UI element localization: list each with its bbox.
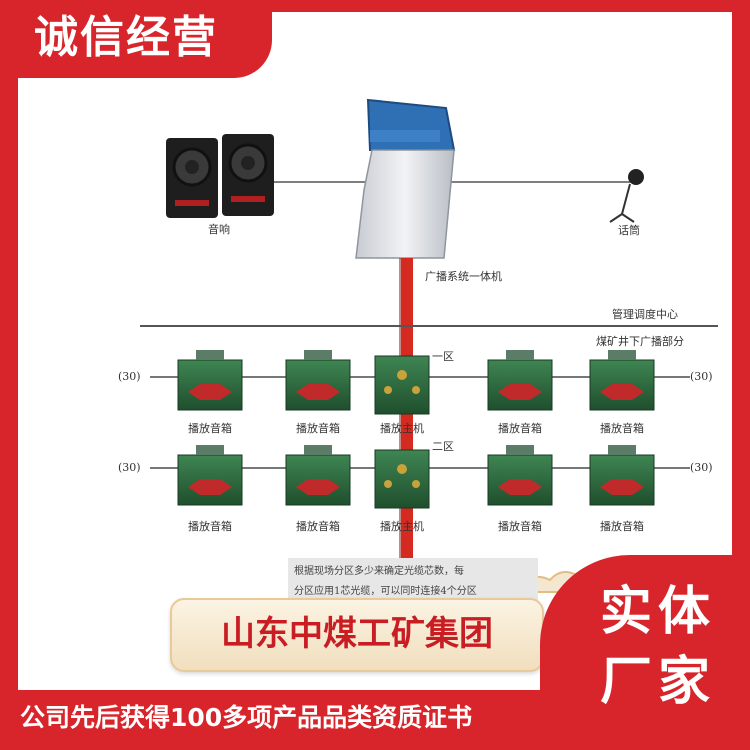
company-name: 山东中煤工矿集团 (221, 614, 493, 654)
underground-label: 煤矿井下广播部分 (596, 335, 684, 348)
zone1-label: 一区 (432, 350, 454, 363)
top-badge: 诚信经营 (0, 0, 272, 78)
speaker-box-2-2 (285, 445, 351, 506)
note-box: 根据现场分区多少来确定光缆芯数，每 分区应用1芯光缆，可以同时连接4个分区 (288, 558, 538, 600)
box-label-1-1: 播放音箱 (188, 422, 232, 435)
zone2-label: 二区 (432, 440, 454, 453)
end-label-1-left: (30) (118, 370, 141, 383)
host-box-2 (374, 449, 430, 509)
speaker-box-1-1 (177, 350, 243, 411)
end-label-2-right: (30) (690, 461, 713, 474)
speaker-box-2-1 (177, 445, 243, 506)
speaker-box-1-2 (285, 350, 351, 411)
host-box-1 (374, 355, 430, 415)
speaker-box-1-4 (589, 350, 655, 411)
box-label-2-4: 播放音箱 (600, 520, 644, 533)
host-label-2: 播放主机 (380, 520, 424, 533)
end-label-1-right: (30) (690, 370, 713, 383)
speaker-box-2-4 (589, 445, 655, 506)
terminal-kiosk-icon (355, 98, 456, 259)
host-label-1: 播放主机 (380, 422, 424, 435)
note-line-1: 根据现场分区多少来确定光缆芯数，每 (294, 566, 464, 577)
speaker-box-1-3 (487, 350, 553, 411)
speaker-icon (166, 134, 274, 218)
box-label-1-3: 播放音箱 (498, 422, 542, 435)
note-line-2: 分区应用1芯光缆，可以同时连接4个分区 (294, 586, 477, 597)
factory-badge-text: 实体厂家 (600, 582, 717, 712)
company-name-plate: 山东中煤工矿集团 (170, 598, 544, 672)
terminal-label: 广播系统一体机 (425, 270, 502, 283)
speaker-box-2-3 (487, 445, 553, 506)
mic-label: 话筒 (618, 224, 640, 237)
bottom-bar-text: 公司先后获得100多项产品品类资质证书 (20, 703, 473, 732)
microphone-icon (609, 169, 644, 223)
top-badge-text: 诚信经营 (34, 12, 218, 63)
box-label-2-3: 播放音箱 (498, 520, 542, 533)
center-label: 管理调度中心 (612, 308, 678, 321)
box-label-1-4: 播放音箱 (600, 422, 644, 435)
frame-left (0, 0, 18, 750)
box-label-2-2: 播放音箱 (296, 520, 340, 533)
speaker-label: 音响 (208, 223, 230, 236)
box-label-1-2: 播放音箱 (296, 422, 340, 435)
end-label-2-left: (30) (118, 461, 141, 474)
box-label-2-1: 播放音箱 (188, 520, 232, 533)
factory-badge: 实体厂家 (540, 555, 750, 750)
